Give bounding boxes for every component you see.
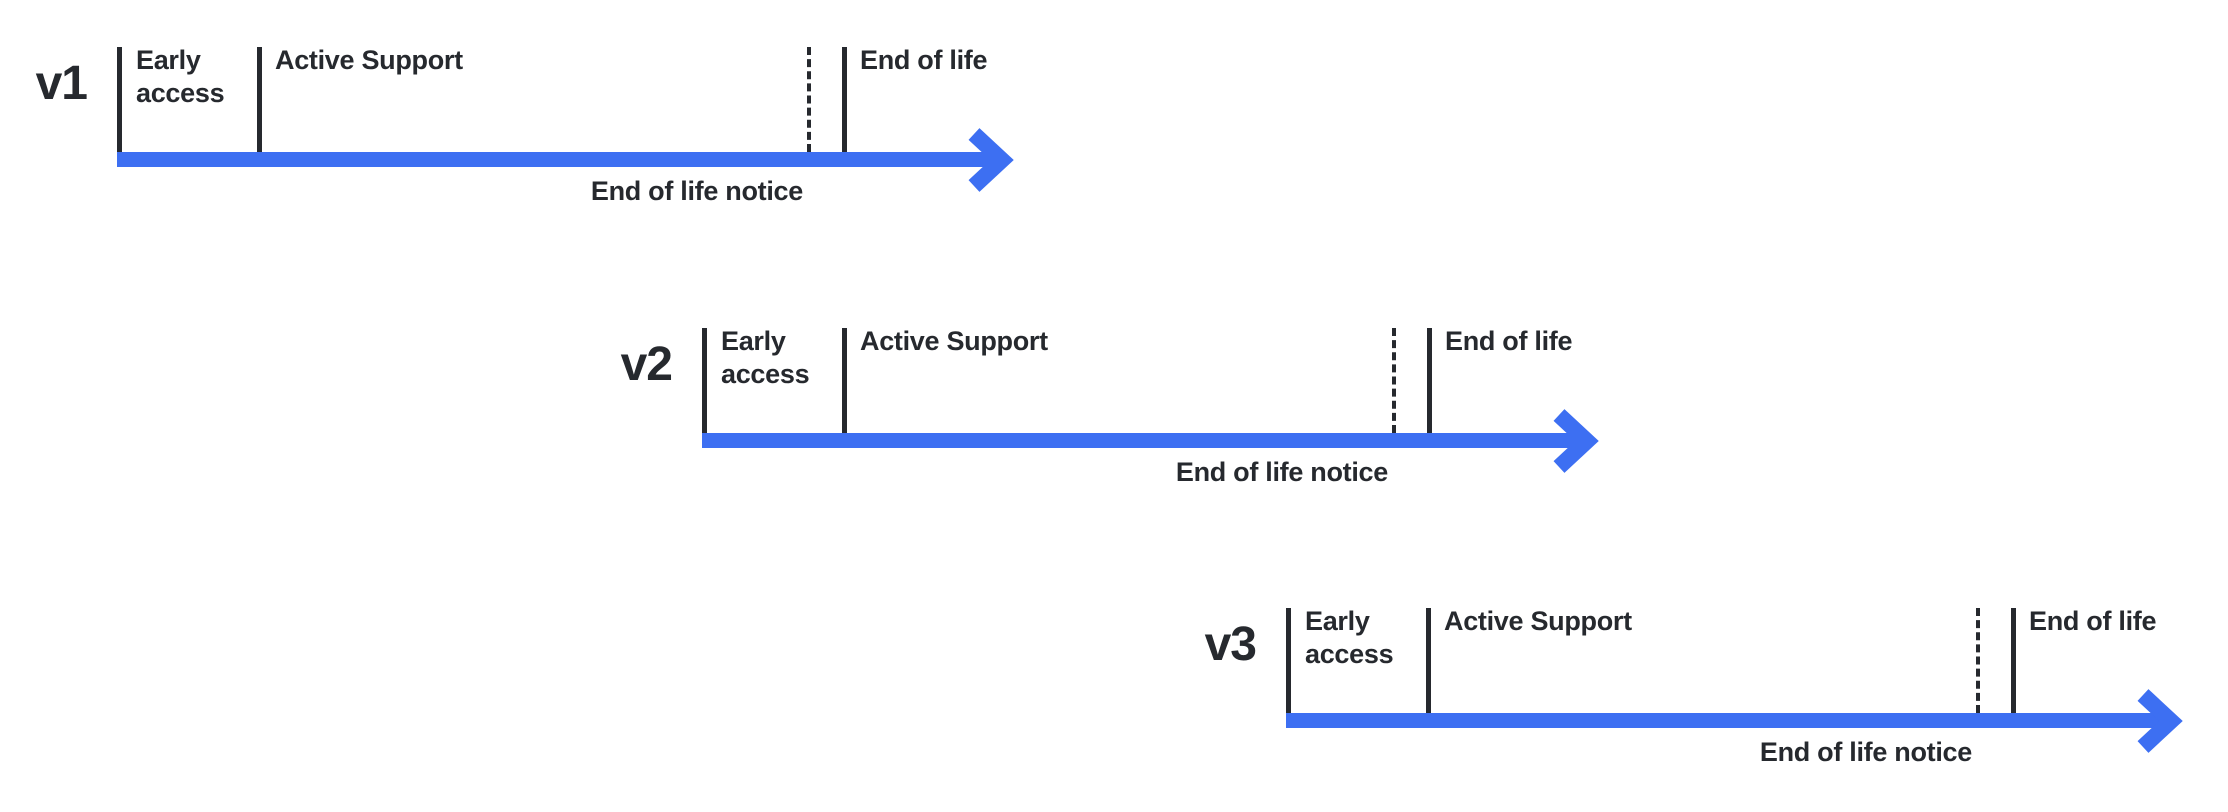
version-label: v1 [35, 57, 88, 110]
version-label: v3 [1204, 618, 1257, 671]
version-label: v2 [620, 338, 673, 391]
timeline-arrow-shaft [702, 433, 1578, 448]
early-access-label: Early access [1305, 606, 1394, 669]
timeline-v3: v3 Early access Active Support End of li… [1205, 606, 2228, 812]
end-of-life-tick [1427, 328, 1432, 433]
end-of-life-tick [842, 47, 847, 152]
early-access-start-tick [702, 328, 707, 433]
early-access-label: Early access [136, 45, 225, 108]
active-support-label: Active Support [860, 326, 1048, 356]
end-of-life-tick [2011, 608, 2016, 713]
eol-notice-label: End of life notice [1759, 737, 1972, 767]
timeline-v2: v2 Early access Active Support End of li… [621, 326, 1652, 538]
timeline-arrow-head-icon [1553, 409, 1599, 473]
active-support-label: Active Support [275, 45, 463, 75]
timeline-arrow-head-icon [968, 128, 1014, 192]
eol-notice-dashed-tick [1976, 608, 1980, 713]
eol-notice-label: End of life notice [590, 176, 803, 206]
end-of-life-label: End of life [1445, 326, 1573, 356]
eol-notice-dashed-tick [807, 47, 811, 152]
end-of-life-label: End of life [860, 45, 988, 75]
active-support-label: Active Support [1444, 606, 1632, 636]
timeline-arrow-shaft [1286, 713, 2162, 728]
timeline-arrow-head-icon [2137, 689, 2183, 753]
eol-notice-label: End of life notice [1175, 457, 1388, 487]
active-support-start-tick [257, 47, 262, 152]
end-of-life-label: End of life [2029, 606, 2157, 636]
early-access-start-tick [1286, 608, 1291, 713]
timeline-v1: v1 Early access Active Support End of li… [36, 45, 1067, 257]
timeline-arrow-shaft [117, 152, 993, 167]
active-support-start-tick [1426, 608, 1431, 713]
early-access-start-tick [117, 47, 122, 152]
early-access-label: Early access [721, 326, 810, 389]
eol-notice-dashed-tick [1392, 328, 1396, 433]
active-support-start-tick [842, 328, 847, 433]
